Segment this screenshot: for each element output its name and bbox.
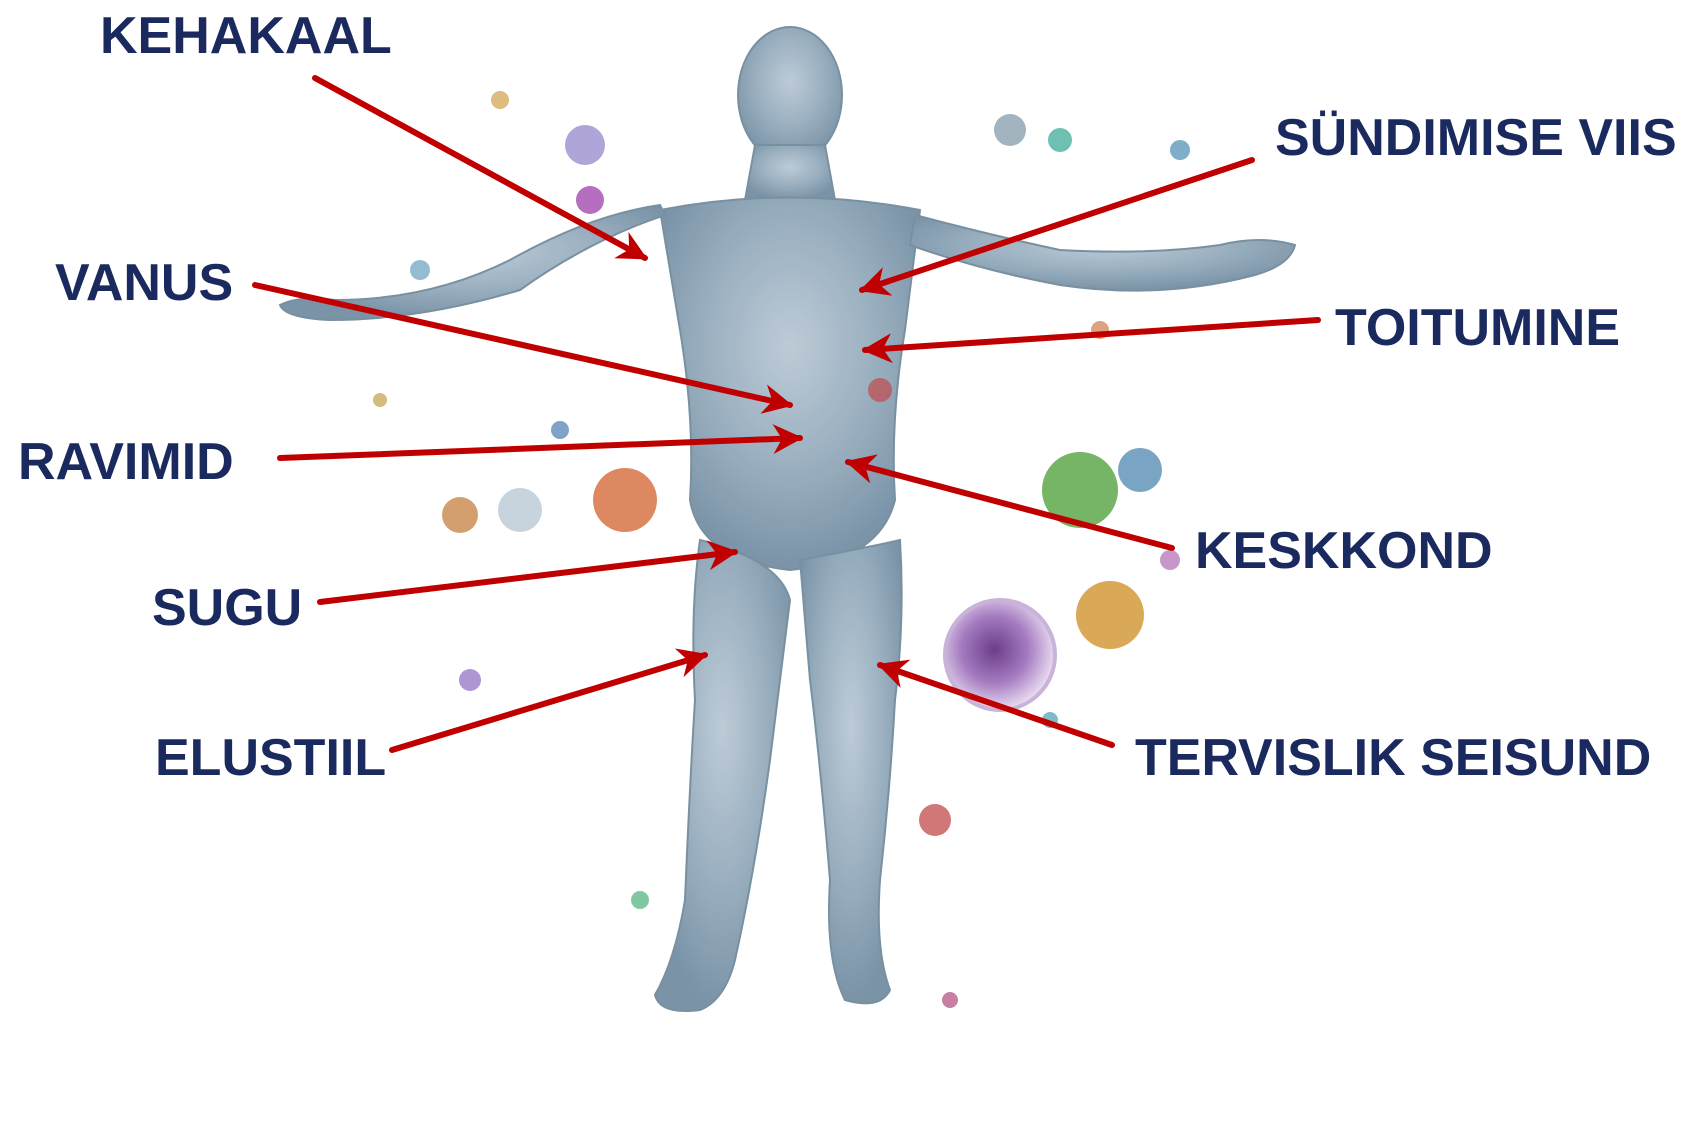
label-toitumine: TOITUMINE xyxy=(1335,298,1620,358)
label-sundimise-viis: SÜNDIMISE VIIS xyxy=(1275,108,1677,168)
label-vanus: VANUS xyxy=(55,253,233,313)
label-ravimid: RAVIMID xyxy=(18,432,234,492)
arrow-toitumine xyxy=(865,320,1318,350)
arrow-elustiil xyxy=(392,655,705,750)
arrow-kehakaal xyxy=(315,78,645,258)
label-sugu: SUGU xyxy=(152,578,302,638)
human-body xyxy=(280,27,1295,1011)
label-tervislik-seisund: TERVISLIK SEISUND xyxy=(1135,728,1651,788)
label-elustiil: ELUSTIIL xyxy=(155,728,386,788)
label-keskkond: KESKKOND xyxy=(1195,521,1493,581)
arrow-sugu xyxy=(320,552,735,602)
label-kehakaal: KEHAKAAL xyxy=(100,6,392,66)
